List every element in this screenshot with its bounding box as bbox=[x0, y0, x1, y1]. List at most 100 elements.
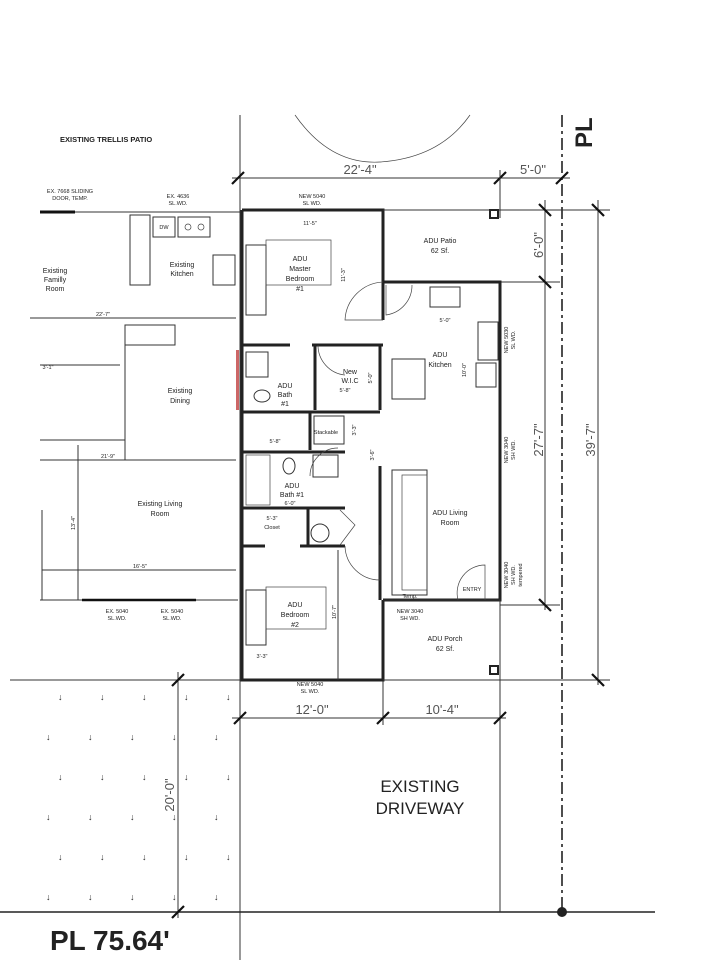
kitchen-label-1: ADU bbox=[433, 352, 448, 359]
dim-bottom-left: 12'-0" bbox=[295, 702, 329, 717]
lawn-mark: ↓ bbox=[46, 732, 51, 742]
lawn-mark: ↓ bbox=[58, 852, 63, 862]
master-window-1: NEW 5040 bbox=[299, 194, 326, 200]
dim-top-setback: 5'-0" bbox=[520, 162, 546, 177]
living-label-2: Room bbox=[441, 520, 460, 527]
lawn-mark: ↓ bbox=[172, 732, 177, 742]
master-label-1: ADU bbox=[293, 256, 308, 263]
lawn-mark: ↓ bbox=[88, 732, 93, 742]
bed2-window-1: NEW 5040 bbox=[297, 682, 324, 688]
entry-label: ENTRY bbox=[463, 587, 482, 593]
dim-patio-depth: 6'-0" bbox=[531, 232, 546, 258]
tick bbox=[171, 673, 185, 687]
ex-kitchen-label-1: Existing bbox=[170, 262, 195, 269]
living-window-2: SH WD. bbox=[511, 440, 517, 460]
ex-kitchen-window-1: EX. 4636 bbox=[167, 194, 190, 200]
porch-label-2: 62 Sf. bbox=[436, 646, 454, 653]
kitchen-label-2: Kitchen bbox=[428, 362, 451, 369]
lawn-mark: ↓ bbox=[214, 892, 219, 902]
lawn-mark: ↓ bbox=[46, 892, 51, 902]
wic-label-1: New bbox=[343, 369, 358, 376]
living-bottom-window-2: SH WD. bbox=[400, 616, 420, 622]
lawn-mark: ↓ bbox=[172, 812, 177, 822]
entry-window-3: tempered bbox=[518, 563, 524, 586]
master-window-2: SL WD. bbox=[303, 201, 322, 207]
dim-kitchen-counter: 5'-0" bbox=[440, 318, 451, 324]
dim-ex-living-width: 21'-9" bbox=[101, 454, 115, 460]
master-label-4: #1 bbox=[296, 286, 304, 293]
patio-post bbox=[489, 209, 499, 219]
bath2-label-2: Bath #1 bbox=[280, 492, 304, 499]
tick bbox=[493, 711, 507, 725]
kitchen-window-2: SL WD. bbox=[511, 330, 517, 349]
living-label-1: ADU Living bbox=[432, 510, 467, 517]
stackable-label: Stackable bbox=[314, 430, 338, 436]
bath1-label-3: #1 bbox=[281, 401, 289, 408]
trellis-label: EXISTING TRELLIS PATIO bbox=[60, 135, 152, 144]
ex-dining-label-2: Dining bbox=[170, 398, 190, 405]
ex-living-window-2a: EX. 5040 bbox=[161, 609, 184, 615]
driveway-label-1: EXISTING bbox=[380, 777, 459, 796]
dim-master-depth: 11'-3" bbox=[341, 268, 347, 282]
dim-ex-living-depth: 13'-4" bbox=[71, 516, 77, 530]
tick bbox=[538, 598, 552, 612]
porch-post bbox=[489, 665, 499, 675]
lawn-mark: ↓ bbox=[226, 692, 231, 702]
tick bbox=[171, 905, 185, 919]
bath2-label-1: ADU bbox=[285, 483, 300, 490]
dim-adu-depth: 27'-7" bbox=[531, 423, 546, 457]
lawn-mark: ↓ bbox=[214, 732, 219, 742]
tick bbox=[538, 275, 552, 289]
ex-living-window-1a: EX. 5040 bbox=[106, 609, 129, 615]
pl-label-top: PL bbox=[571, 117, 598, 148]
dw-label: DW bbox=[159, 225, 169, 231]
dim-kitchen-depth: 10'-0" bbox=[462, 363, 468, 377]
lawn-pattern: ↓↓↓↓↓↓↓↓↓↓↓↓↓↓↓↓↓↓↓↓↓↓↓↓↓↓↓↓↓↓ bbox=[46, 692, 231, 902]
ex-slider-window-2: DOOR, TEMP. bbox=[52, 196, 88, 202]
tick bbox=[591, 673, 605, 687]
lawn-mark: ↓ bbox=[142, 852, 147, 862]
tick bbox=[591, 203, 605, 217]
ex-family-label-3: Room bbox=[46, 286, 65, 293]
dim-ex-living-inner: 16'-5" bbox=[133, 564, 147, 570]
dim-bath2-width: 6'-0" bbox=[285, 501, 296, 507]
lawn-mark: ↓ bbox=[46, 812, 51, 822]
living-bottom-window-1: NEW 3040 bbox=[397, 609, 424, 615]
ex-slider-window-1: EX. 7668 SLIDING bbox=[47, 189, 93, 195]
door-swings bbox=[309, 281, 486, 601]
dim-master-width: 11'-5" bbox=[303, 221, 317, 227]
dim-driveway-depth: 20'-0" bbox=[162, 778, 177, 812]
tick bbox=[555, 171, 569, 185]
bed2-label-2: Bedroom bbox=[281, 612, 310, 619]
bath1-label-2: Bath bbox=[278, 392, 293, 399]
dim-bed2-depth: 10'-7" bbox=[332, 605, 338, 619]
lawn-mark: ↓ bbox=[100, 852, 105, 862]
existing-house bbox=[30, 210, 240, 602]
dim-ex-family: 22'-7" bbox=[96, 312, 110, 318]
bed2-label-1: ADU bbox=[288, 602, 303, 609]
dim-total-depth: 39'-7" bbox=[583, 423, 598, 457]
lawn-mark: ↓ bbox=[130, 892, 135, 902]
kitchen-window-1: NEW 5030 bbox=[504, 327, 510, 354]
lawn-mark: ↓ bbox=[100, 692, 105, 702]
ex-family-label-2: Familly bbox=[44, 277, 67, 284]
bed2-window-2: SL WD. bbox=[301, 689, 320, 695]
dim-bed2-closet: 3'-3" bbox=[257, 654, 268, 660]
bed2-label-3: #2 bbox=[291, 622, 299, 629]
ex-kitchen-label-2: Kitchen bbox=[170, 271, 193, 278]
lawn-mark: ↓ bbox=[172, 892, 177, 902]
tick bbox=[231, 171, 245, 185]
lawn-mark: ↓ bbox=[184, 772, 189, 782]
lawn-mark: ↓ bbox=[214, 812, 219, 822]
lawn-mark: ↓ bbox=[88, 892, 93, 902]
ex-living-label-1: Existing Living bbox=[138, 501, 183, 508]
lawn-mark: ↓ bbox=[142, 772, 147, 782]
dim-hall: 3'-6" bbox=[370, 449, 376, 460]
patio-label-2: 62 Sf. bbox=[431, 248, 449, 255]
wic-label-2: W.I.C bbox=[341, 378, 358, 385]
bath1-label-1: ADU bbox=[278, 383, 293, 390]
adu-fixtures bbox=[245, 239, 499, 646]
entry-window-2: SH WD. bbox=[511, 565, 517, 585]
dim-wic-width: 5'-8" bbox=[340, 388, 351, 394]
